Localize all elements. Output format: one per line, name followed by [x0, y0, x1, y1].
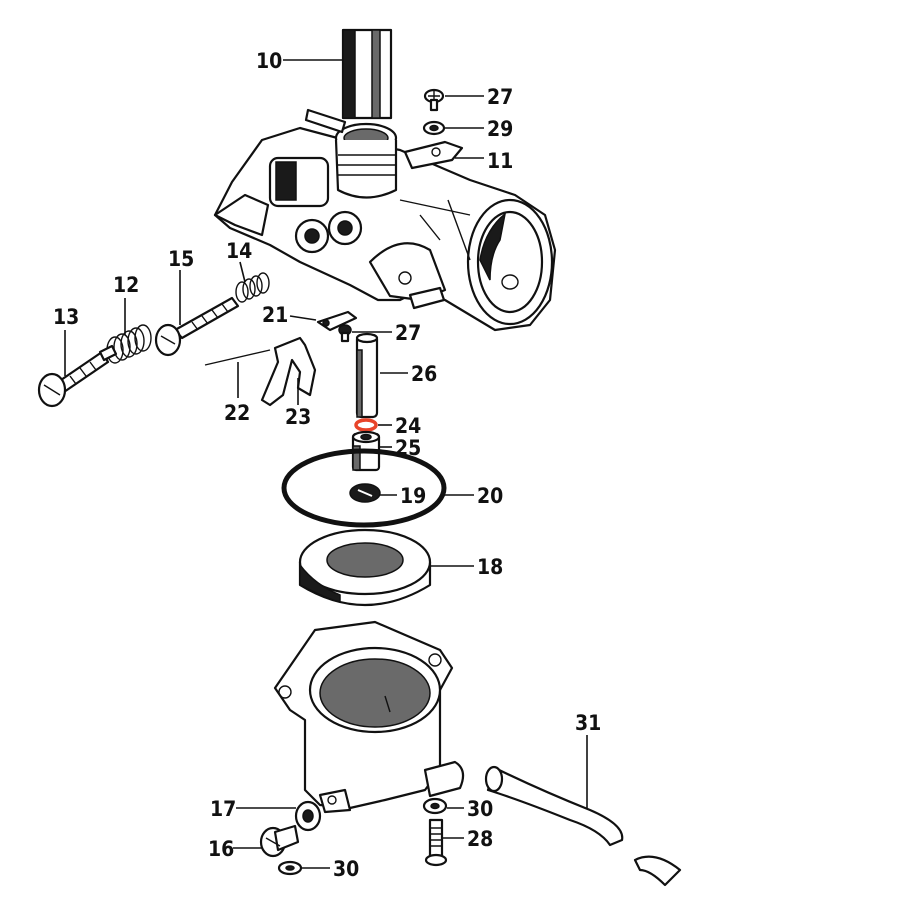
part-23-float-arm — [260, 336, 317, 407]
callout-23: 23 — [285, 405, 311, 429]
callout-16: 16 — [208, 837, 234, 861]
callout-22: 22 — [224, 401, 250, 425]
part-30-washer-b — [277, 860, 303, 876]
callout-30-b: 30 — [333, 857, 359, 881]
part-20-gasket — [281, 448, 447, 528]
part-19-float-valve — [349, 483, 381, 503]
part-13-screw — [37, 344, 118, 408]
part-17-washer — [294, 800, 322, 832]
part-14-spring-small — [235, 272, 270, 303]
leader-lines — [64, 59, 588, 869]
callout-27-mid: 27 — [395, 321, 421, 345]
callout-19: 19 — [400, 484, 426, 508]
part-10-tube — [341, 28, 393, 120]
callout-14: 14 — [226, 239, 252, 263]
part-18-float — [298, 528, 432, 606]
callout-31: 31 — [575, 711, 601, 735]
callout-11: 11 — [487, 149, 513, 173]
part-carburetor-body — [213, 108, 557, 332]
part-22-pin — [204, 349, 271, 366]
part-27-screw-top — [423, 88, 445, 112]
callout-25: 25 — [395, 436, 421, 460]
callout-30-a: 30 — [467, 797, 493, 821]
callout-20: 20 — [477, 484, 503, 508]
part-16-plug — [259, 824, 300, 858]
part-11-bracket — [403, 140, 464, 170]
part-28-bolt — [424, 818, 448, 867]
callout-12: 12 — [113, 273, 139, 297]
callout-17: 17 — [210, 797, 236, 821]
callout-13: 13 — [53, 305, 79, 329]
callout-labels: 10 27 29 11 14 15 12 13 21 27 26 22 23 2… — [53, 49, 601, 881]
callout-29: 29 — [487, 117, 513, 141]
part-27-screw-mid — [338, 324, 352, 343]
part-24-o-ring — [354, 418, 378, 432]
part-29-washer — [422, 120, 446, 136]
part-12-spring — [106, 324, 152, 364]
part-float-bowl — [273, 620, 465, 814]
callout-26: 26 — [411, 362, 437, 386]
part-26-needle-jet — [355, 332, 379, 419]
part-31-hose — [484, 765, 682, 887]
callout-10: 10 — [256, 49, 282, 73]
part-21-clip — [316, 310, 358, 332]
callout-21: 21 — [262, 303, 288, 327]
part-15-screw — [154, 296, 240, 357]
callout-15: 15 — [168, 247, 194, 271]
part-30-washer-a — [422, 797, 448, 815]
callout-18: 18 — [477, 555, 503, 579]
callout-24: 24 — [395, 414, 421, 438]
callout-28: 28 — [467, 827, 493, 851]
callout-27-top: 27 — [487, 85, 513, 109]
